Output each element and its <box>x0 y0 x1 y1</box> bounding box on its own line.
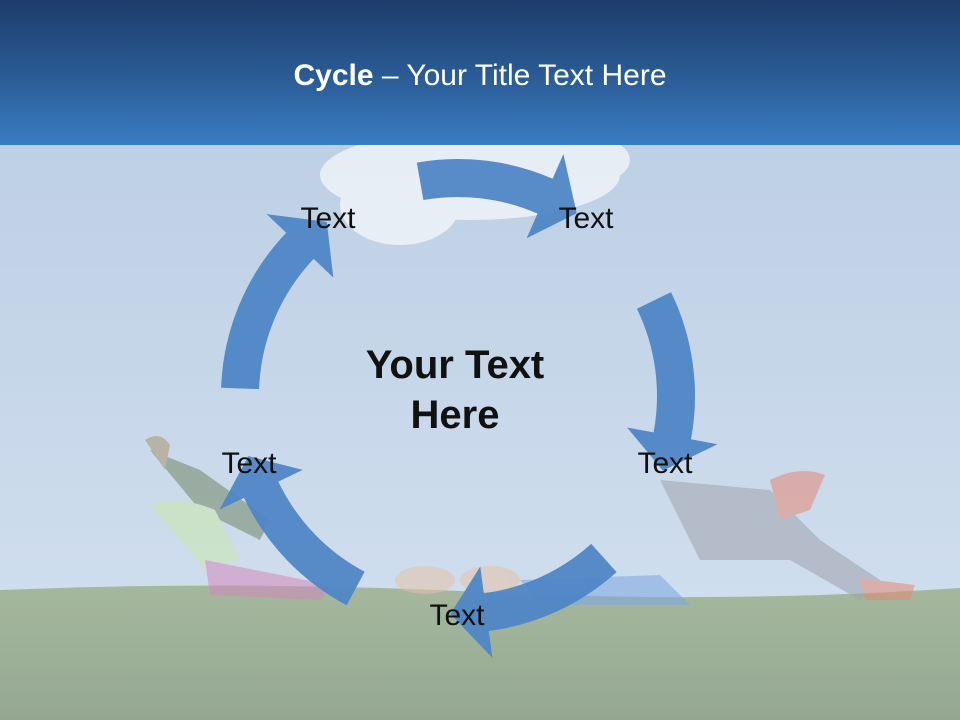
person-left <box>145 436 455 600</box>
cycle-node-1: Text <box>300 202 356 235</box>
title-rest: – Your Title Text Here <box>373 59 667 92</box>
cycle-arrow-3 <box>450 543 617 658</box>
grass-shape <box>0 585 960 720</box>
slide-title: Cycle – Your Title Text Here <box>0 56 960 96</box>
cycle-arrow-4 <box>219 456 365 606</box>
title-bold: Cycle <box>293 59 374 92</box>
cycle-arrow-5 <box>221 214 334 390</box>
cycle-node-5: Text <box>221 447 277 480</box>
cycle-node-4: Text <box>429 599 485 632</box>
cycle-arrow-2 <box>627 292 718 471</box>
title-bar: Cycle – Your Title Text Here <box>0 0 960 145</box>
cycle-node-2: Text <box>558 202 614 235</box>
cycle-arrow-1 <box>416 154 577 239</box>
cycle-node-3: Text <box>637 447 693 480</box>
center-text: Your Text Here <box>365 343 545 437</box>
